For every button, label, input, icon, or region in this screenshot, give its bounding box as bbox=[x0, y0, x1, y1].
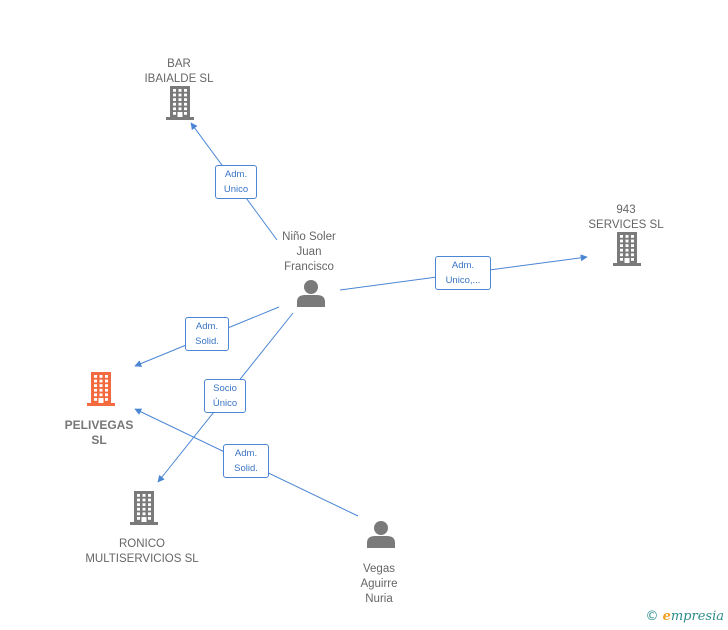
node-label-ronico[interactable]: RONICO MULTISERVICIOS SL bbox=[62, 537, 222, 567]
edge-label-line: Adm. bbox=[451, 260, 475, 271]
edge-label-line: Único bbox=[212, 398, 238, 409]
node-label-line: RONICO bbox=[119, 538, 165, 550]
node-label-line: MULTISERVICIOS SL bbox=[85, 553, 199, 565]
edge-label-line: Socio bbox=[213, 383, 237, 394]
node-label-bar[interactable]: BAR IBAIALDE SL bbox=[99, 57, 259, 87]
brand-name: mpresia bbox=[670, 609, 724, 624]
node-label-line: 943 bbox=[616, 204, 636, 216]
node-label-line: Francisco bbox=[284, 261, 334, 273]
node-label-line: Nuria bbox=[365, 593, 393, 605]
edge-label-line: Unico bbox=[223, 184, 249, 195]
copyright-symbol: © bbox=[645, 609, 659, 624]
edge-label-line: Solid. bbox=[195, 336, 219, 347]
edge-label-line: Unico,... bbox=[445, 275, 481, 286]
node-label-line: Juan bbox=[296, 246, 322, 258]
node-label-line: SL bbox=[91, 433, 107, 447]
edge-label-line: Adm. bbox=[234, 448, 258, 459]
empresia-watermark: © empresia bbox=[645, 609, 724, 624]
edge-label-line: Solid. bbox=[234, 463, 258, 474]
building-icon-s943[interactable] bbox=[613, 232, 641, 266]
node-label-line: Vegas bbox=[363, 563, 395, 575]
edge-label-line: Adm. bbox=[224, 169, 248, 180]
edge-label-nino-to-bar[interactable]: Adm. Unico bbox=[215, 165, 257, 199]
building-icon-pelivegas[interactable] bbox=[87, 372, 115, 406]
person-icon-nino[interactable] bbox=[297, 280, 325, 307]
brand-initial: e bbox=[662, 609, 671, 624]
edge-label-line: Adm. bbox=[195, 321, 219, 332]
node-label-line: BAR bbox=[167, 58, 191, 70]
node-label-line: PELIVEGAS bbox=[64, 418, 134, 432]
person-icon-vegas[interactable] bbox=[367, 521, 395, 548]
edge-label-nino-to-pelivegas[interactable]: Adm. Solid. bbox=[185, 317, 229, 351]
node-label-line: SERVICES SL bbox=[588, 219, 664, 231]
edge-label-nino-to-s943[interactable]: Adm. Unico,... bbox=[435, 256, 491, 290]
node-label-line: IBAIALDE SL bbox=[144, 73, 214, 85]
building-icon-bar[interactable] bbox=[166, 86, 194, 120]
edge-label-vegas-to-pelivegas[interactable]: Adm. Solid. bbox=[223, 444, 269, 478]
building-icon-ronico[interactable] bbox=[130, 491, 158, 525]
node-label-line: Aguirre bbox=[360, 578, 398, 590]
node-label-line: Niño Soler bbox=[282, 231, 336, 243]
